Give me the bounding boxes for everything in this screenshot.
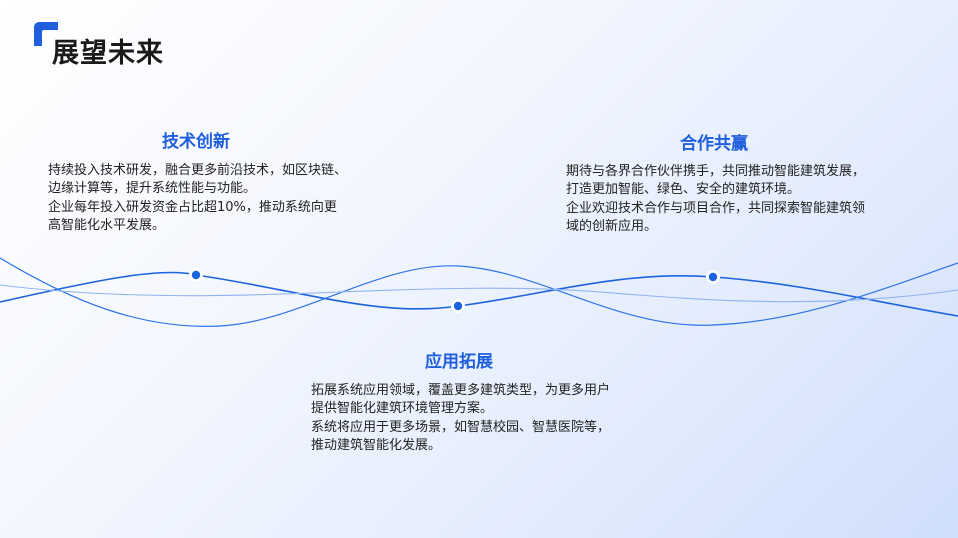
timeline-dot-1	[189, 268, 203, 282]
section-tech-innovation: 技术创新 持续投入技术研发，融合更多前沿技术，如区块链、边缘计算等，提升系统性能…	[48, 130, 348, 236]
section-paragraph: 期待与各界合作伙伴携手，共同推动智能建筑发展，打造更加智能、绿色、安全的建筑环境…	[566, 164, 866, 198]
wave-line-mid	[0, 257, 958, 327]
section-body: 期待与各界合作伙伴携手，共同推动智能建筑发展，打造更加智能、绿色、安全的建筑环境…	[566, 163, 866, 237]
section-title: 技术创新	[162, 132, 230, 152]
section-cooperation: 合作共赢 期待与各界合作伙伴携手，共同推动智能建筑发展，打造更加智能、绿色、安全…	[566, 132, 866, 237]
section-title: 合作共赢	[680, 134, 748, 154]
section-body: 拓展系统应用领域，覆盖更多建筑类型，为更多用户提供智能化建筑环境管理方案。 系统…	[311, 382, 611, 456]
wave-line-light	[0, 284, 958, 303]
timeline-dot-3	[706, 270, 720, 284]
section-title: 应用拓展	[425, 352, 493, 372]
timeline-dot-2	[451, 299, 465, 313]
page-title: 展望未来	[52, 38, 164, 69]
section-paragraph: 持续投入技术研发，融合更多前沿技术，如区块链、边缘计算等，提升系统性能与功能。	[48, 163, 348, 197]
corner-bracket-icon	[34, 22, 58, 46]
section-paragraph: 企业欢迎技术合作与项目合作，共同探索智能建筑领域的创新应用。	[566, 200, 866, 235]
section-paragraph: 企业每年投入研发资金占比超10%，推动系统向更高智能化水平发展。	[48, 199, 337, 234]
section-paragraph: 拓展系统应用领域，覆盖更多建筑类型，为更多用户提供智能化建筑环境管理方案。	[311, 383, 611, 417]
section-body: 持续投入技术研发，融合更多前沿技术，如区块链、边缘计算等，提升系统性能与功能。 …	[48, 162, 348, 236]
section-application-expansion: 应用拓展 拓展系统应用领域，覆盖更多建筑类型，为更多用户提供智能化建筑环境管理方…	[311, 350, 611, 456]
section-paragraph: 系统将应用于更多场景，如智慧校园、智慧医院等，推动建筑智能化发展。	[311, 419, 611, 454]
